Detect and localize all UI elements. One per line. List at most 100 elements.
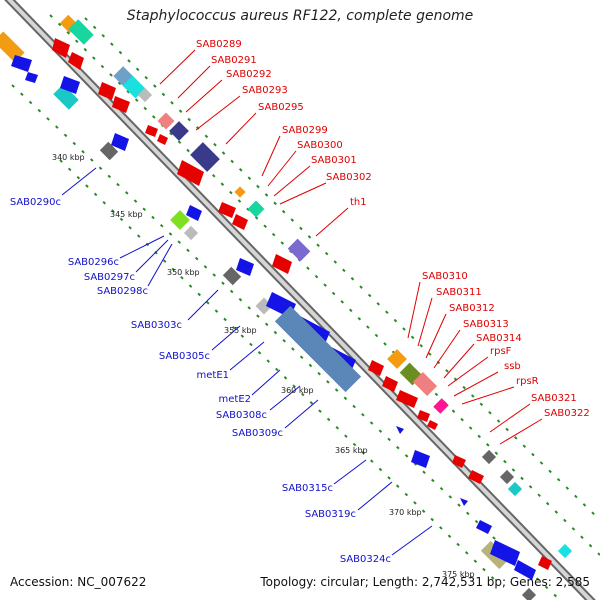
tick-track-outer-reverse bbox=[49, 14, 600, 556]
gene-label[interactable]: SAB0299 bbox=[282, 125, 328, 136]
gene-label[interactable]: SAB0293 bbox=[242, 85, 288, 96]
gene-rpsR bbox=[427, 420, 438, 430]
gene-purple bbox=[287, 238, 311, 262]
map-title: Staphylococcus aureus RF122, complete ge… bbox=[126, 8, 474, 24]
gene-SAB0300 bbox=[232, 214, 248, 230]
gene-label[interactable]: SAB0312 bbox=[449, 303, 495, 314]
gene-blue-340 bbox=[111, 133, 129, 151]
gene-blue-c bbox=[490, 540, 520, 566]
gene-SAB0303c bbox=[236, 258, 254, 276]
gene-orange-left bbox=[0, 31, 25, 63]
gene-SAB0296c bbox=[170, 210, 190, 230]
gene-SAB0289b bbox=[68, 52, 84, 70]
gene-SAB0298c bbox=[186, 205, 202, 221]
reverse-gene-labels: SAB0290c SAB0296c SAB0297c SAB0298c SAB0… bbox=[10, 197, 391, 565]
gene-SAB0299 bbox=[218, 202, 236, 218]
gene-SAB0290c-cyan bbox=[53, 84, 79, 110]
gene-blue-b bbox=[476, 520, 492, 534]
gene-salmon bbox=[157, 112, 175, 130]
gene-label[interactable]: SAB0322 bbox=[544, 408, 590, 419]
gene-SAB0296 bbox=[177, 160, 204, 186]
forward-genes bbox=[52, 14, 573, 570]
gene-label[interactable]: SAB0308c bbox=[216, 410, 267, 421]
gene-label[interactable]: SAB0305c bbox=[159, 351, 210, 362]
gene-SAB0293 bbox=[145, 125, 158, 137]
gene-label[interactable]: SAB0303c bbox=[131, 320, 182, 331]
kbp-label: 360 kbp bbox=[281, 386, 314, 395]
kbp-label: 370 kbp bbox=[389, 508, 422, 517]
kbp-label: 375 kbp bbox=[442, 570, 475, 579]
gene-label[interactable]: SAB0290c bbox=[10, 197, 61, 208]
tick-track-inner-reverse bbox=[11, 84, 561, 600]
accession-text: Accession: NC_007622 bbox=[10, 575, 147, 589]
gene-ssb bbox=[417, 410, 430, 422]
gene-grey-c bbox=[499, 469, 515, 485]
gene-SAB0292 bbox=[112, 96, 130, 113]
gene-SAB0310 bbox=[387, 349, 407, 369]
gene-SAB0297c bbox=[183, 225, 199, 241]
gene-SAB0301 bbox=[247, 200, 265, 218]
gene-label[interactable]: SAB0309c bbox=[232, 428, 283, 439]
reverse-leaders bbox=[61, 167, 433, 556]
gene-label[interactable]: SAB0301 bbox=[311, 155, 357, 166]
gene-label[interactable]: SAB0292 bbox=[226, 69, 272, 80]
gene-SAB0322 bbox=[468, 470, 484, 484]
kbp-label: 350 kbp bbox=[167, 268, 200, 277]
forward-leaders bbox=[159, 49, 543, 445]
gene-label[interactable]: SAB0313 bbox=[463, 319, 509, 330]
reverse-genes bbox=[0, 31, 537, 600]
gene-SAB0290c bbox=[60, 76, 80, 94]
gene-label[interactable]: SAB0324c bbox=[340, 554, 391, 565]
gene-SAB0308c bbox=[274, 305, 362, 393]
gene-SAB0293b bbox=[157, 134, 168, 145]
gene-label[interactable]: rpsF bbox=[490, 346, 512, 357]
gene-SAB0289 bbox=[52, 38, 70, 58]
gene-teal bbox=[68, 19, 94, 45]
gene-cyan-b bbox=[507, 481, 523, 497]
gene-label[interactable]: SAB0291 bbox=[211, 55, 257, 66]
kbp-label: 365 kbp bbox=[335, 446, 368, 455]
gene-SAB0312 bbox=[412, 371, 438, 397]
topology-text: Topology: circular; Length: 2,742,531 bp… bbox=[260, 575, 590, 589]
gene-label[interactable]: ssb bbox=[504, 361, 521, 372]
gene-label[interactable]: metE2 bbox=[219, 394, 252, 405]
gene-cyan-c bbox=[557, 543, 573, 559]
gene-label[interactable]: SAB0311 bbox=[436, 287, 482, 298]
gene-red-b bbox=[382, 376, 398, 392]
gene-th1 bbox=[272, 254, 292, 274]
gene-label[interactable]: SAB0315c bbox=[282, 483, 333, 494]
gene-navy bbox=[169, 121, 189, 141]
gene-label[interactable]: SAB0289 bbox=[196, 39, 242, 50]
gene-label[interactable]: SAB0295 bbox=[258, 102, 304, 113]
gene-grey-b bbox=[481, 449, 497, 465]
gene-label[interactable]: SAB0321 bbox=[531, 393, 577, 404]
kbp-labels: 340 kbp 345 kbp 350 kbp 355 kbp 360 kbp … bbox=[52, 153, 475, 579]
kbp-label: 340 kbp bbox=[52, 153, 85, 162]
gene-grey-end bbox=[521, 587, 537, 600]
kbp-label: 345 kbp bbox=[110, 210, 143, 219]
gene-blue-left-b bbox=[25, 72, 38, 83]
gene-label[interactable]: SAB0300 bbox=[297, 140, 343, 151]
gene-SAB0291 bbox=[98, 82, 116, 100]
gene-blue-left-a bbox=[11, 55, 32, 72]
gene-label[interactable]: SAB0310 bbox=[422, 271, 468, 282]
gene-label[interactable]: th1 bbox=[350, 197, 367, 208]
tick-track-outer-forward bbox=[84, 17, 600, 521]
gene-label[interactable]: rpsR bbox=[516, 376, 539, 387]
gene-red-end bbox=[538, 556, 552, 570]
gene-label[interactable]: SAB0296c bbox=[68, 257, 119, 268]
gene-SAB0315c bbox=[411, 450, 430, 468]
gene-SAB0319c bbox=[460, 498, 468, 506]
gene-label[interactable]: SAB0314 bbox=[476, 333, 522, 344]
gene-label[interactable]: SAB0302 bbox=[326, 172, 372, 183]
gene-label[interactable]: SAB0319c bbox=[305, 509, 356, 520]
gene-SAB0303c-grey bbox=[222, 266, 242, 286]
gene-cyan bbox=[122, 75, 146, 99]
kbp-label: 355 kbp bbox=[224, 326, 257, 335]
gene-label[interactable]: SAB0297c bbox=[84, 272, 135, 283]
gene-label[interactable]: SAB0298c bbox=[97, 286, 148, 297]
gene-grey-340 bbox=[99, 141, 119, 161]
gene-label[interactable]: metE1 bbox=[197, 370, 230, 381]
